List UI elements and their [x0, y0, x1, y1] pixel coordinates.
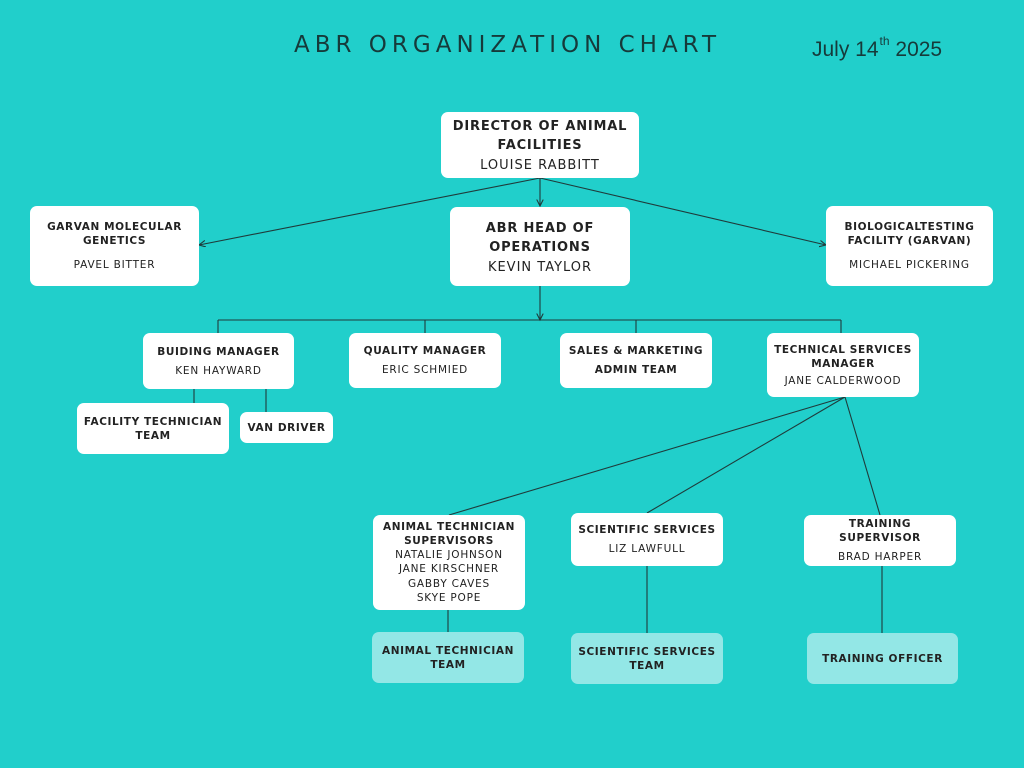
node-animal-technician-supervisors: ANIMAL TECHNICIAN SUPERVISORS NATALIE JO… — [373, 515, 525, 610]
node-person: JANE CALDERWOOD — [784, 374, 902, 387]
supervisor-name: GABBY CAVES — [407, 577, 490, 590]
node-role: BUIDING MANAGER — [157, 345, 280, 358]
node-role: QUALITY MANAGER — [363, 345, 487, 357]
node-facility-technician-team: FACILITY TECHNICIAN TEAM — [77, 403, 229, 454]
supervisor-names-list: NATALIE JOHNSON JANE KIRSCHNER GABBY CAV… — [395, 548, 503, 606]
node-role: GARVAN MOLECULAR GENETICS — [47, 221, 182, 247]
node-sales-marketing: SALES & MARKETING ADMIN TEAM — [560, 333, 712, 388]
node-technical-services-manager: TECHNICAL SERVICES MANAGER JANE CALDERWO… — [767, 333, 919, 397]
node-head-of-operations: ABR HEAD OF OPERATIONS KEVIN TAYLOR — [450, 207, 630, 286]
node-role: SCIENTIFIC SERVICES TEAM — [578, 645, 716, 672]
node-person: ERIC SCHMIED — [381, 364, 469, 376]
node-role: TECHNICAL SERVICES MANAGER — [774, 343, 912, 370]
connector-technical-scientific — [646, 396, 846, 514]
supervisor-name: JANE KIRSCHNER — [398, 563, 500, 575]
node-person: KEN HAYWARD — [175, 364, 262, 377]
node-role: SCIENTIFIC SERVICES — [578, 524, 716, 536]
node-scientific-services-team: SCIENTIFIC SERVICES TEAM — [571, 633, 723, 684]
chart-date: July 14th 2025 — [812, 34, 943, 62]
node-role: ANIMAL TECHNICIAN SUPERVISORS — [383, 520, 515, 547]
node-training-officer: TRAINING OFFICER — [807, 633, 958, 684]
connector-director-garvan — [199, 177, 541, 245]
node-team-name: ADMIN TEAM — [594, 364, 678, 376]
node-person: BRAD HARPER — [837, 551, 923, 563]
connector-technical-training — [844, 396, 881, 516]
chart-title: ABR ORGANIZATION CHART — [294, 32, 722, 58]
node-role: FACILITY TECHNICIAN TEAM — [83, 415, 223, 442]
node-role: SALES & MARKETING — [568, 345, 704, 357]
node-role: TRAINING SUPERVISOR — [839, 518, 921, 544]
node-role: TRAINING OFFICER — [822, 652, 943, 665]
node-person: KEVIN TAYLOR — [487, 259, 593, 275]
node-training-supervisor: TRAINING SUPERVISOR BRAD HARPER — [804, 515, 956, 566]
node-building-manager: BUIDING MANAGER KEN HAYWARD — [143, 333, 294, 389]
supervisor-name: NATALIE JOHNSON — [395, 548, 503, 561]
node-van-driver: VAN DRIVER — [240, 412, 333, 443]
connector-technical-animal — [448, 396, 846, 516]
node-role: DIRECTOR OF ANIMAL FACILITIES — [452, 119, 628, 153]
node-role: ANIMAL TECHNICIAN TEAM — [382, 644, 514, 671]
node-animal-technician-team: ANIMAL TECHNICIAN TEAM — [372, 632, 524, 683]
supervisor-name: SKYE POPE — [416, 592, 482, 604]
date-year: 2025 — [889, 38, 943, 61]
node-role: BIOLOGICALTESTING FACILITY (GARVAN) — [844, 221, 975, 247]
node-role: VAN DRIVER — [247, 421, 326, 434]
node-role: ABR HEAD OF OPERATIONS — [485, 220, 595, 255]
date-month-day: July 14 — [812, 38, 879, 61]
connector-director-biological — [539, 177, 826, 245]
node-scientific-services: SCIENTIFIC SERVICES LIZ LAWFULL — [571, 513, 723, 566]
node-person: MICHAEL PICKERING — [849, 259, 970, 271]
node-person: PAVEL BITTER — [73, 259, 156, 271]
node-garvan-molecular-genetics: GARVAN MOLECULAR GENETICS PAVEL BITTER — [30, 206, 199, 286]
node-director: DIRECTOR OF ANIMAL FACILITIES LOUISE RAB… — [441, 112, 639, 178]
node-quality-manager: QUALITY MANAGER ERIC SCHMIED — [349, 333, 501, 388]
node-person: LIZ LAWFULL — [608, 543, 686, 555]
node-biological-testing-facility: BIOLOGICALTESTING FACILITY (GARVAN) MICH… — [826, 206, 993, 286]
date-ordinal-suffix: th — [879, 34, 890, 48]
node-person: LOUISE RABBITT — [480, 158, 600, 173]
